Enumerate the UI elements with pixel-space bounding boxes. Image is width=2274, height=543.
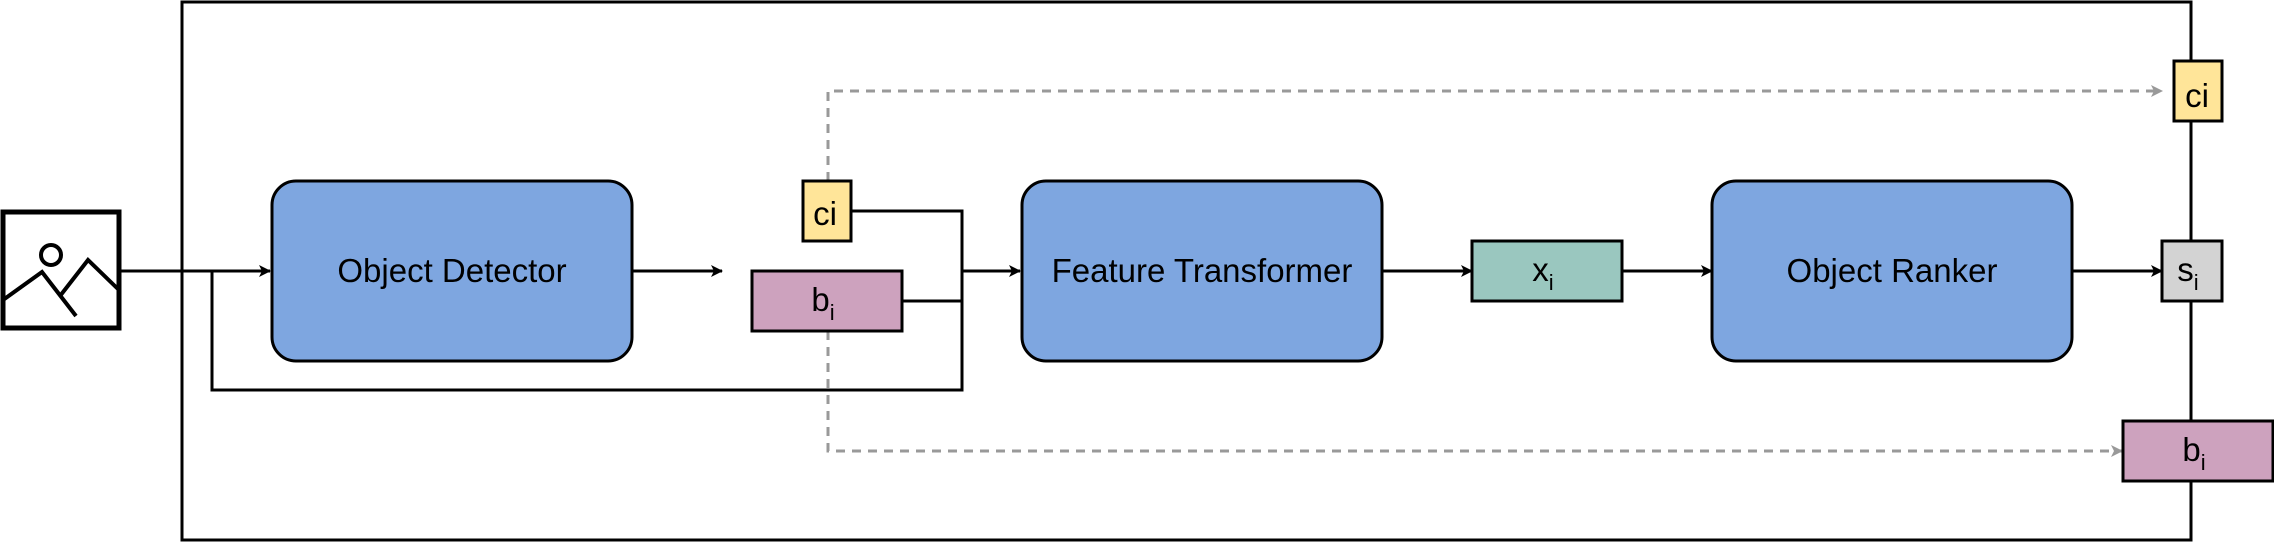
bbox-token: bi [750,269,904,333]
object-ranker-label: Object Ranker [1787,252,1998,289]
svg-text:ci: ci [813,195,837,232]
confidence-token: ci [801,179,853,243]
connectors [119,209,2163,392]
feature-transformer-block: Feature Transformer [1020,179,1384,363]
feature-token-label: x [1532,251,1549,288]
bbox-token-label: b [811,281,829,318]
c-to-merge-line [851,209,964,271]
svg-text:si: si [2177,251,2198,295]
svg-text:bi: bi [2182,431,2205,475]
bbox-token-sub: i [830,300,835,325]
svg-text:bi: bi [811,281,834,325]
passthrough-connectors [826,85,2163,457]
image-icon [0,209,122,331]
b-passthrough-arrow [826,331,2123,457]
feature-token: xi [1470,239,1624,303]
confidence-output: ci [2172,59,2224,123]
score-output: si [2160,239,2224,303]
object-detector-block: Object Detector [270,179,634,363]
svg-text:xi: xi [1532,251,1553,295]
bbox-output: bi [2121,419,2274,483]
bbox-output-sub: i [2201,450,2206,475]
c-passthrough-arrow [826,85,2163,181]
bbox-output-label: b [2182,431,2200,468]
score-output-label: s [2177,251,2194,288]
feature-transformer-label: Feature Transformer [1052,252,1353,289]
svg-text:ci: ci [2185,77,2209,114]
image-bypass-line [210,271,964,392]
score-output-sub: i [2194,270,2199,295]
feature-token-sub: i [1549,270,1554,295]
object-ranker-block: Object Ranker [1710,179,2074,363]
object-detector-label: Object Detector [337,252,566,289]
confidence-token-label: ci [813,195,837,232]
confidence-output-label: ci [2185,77,2209,114]
